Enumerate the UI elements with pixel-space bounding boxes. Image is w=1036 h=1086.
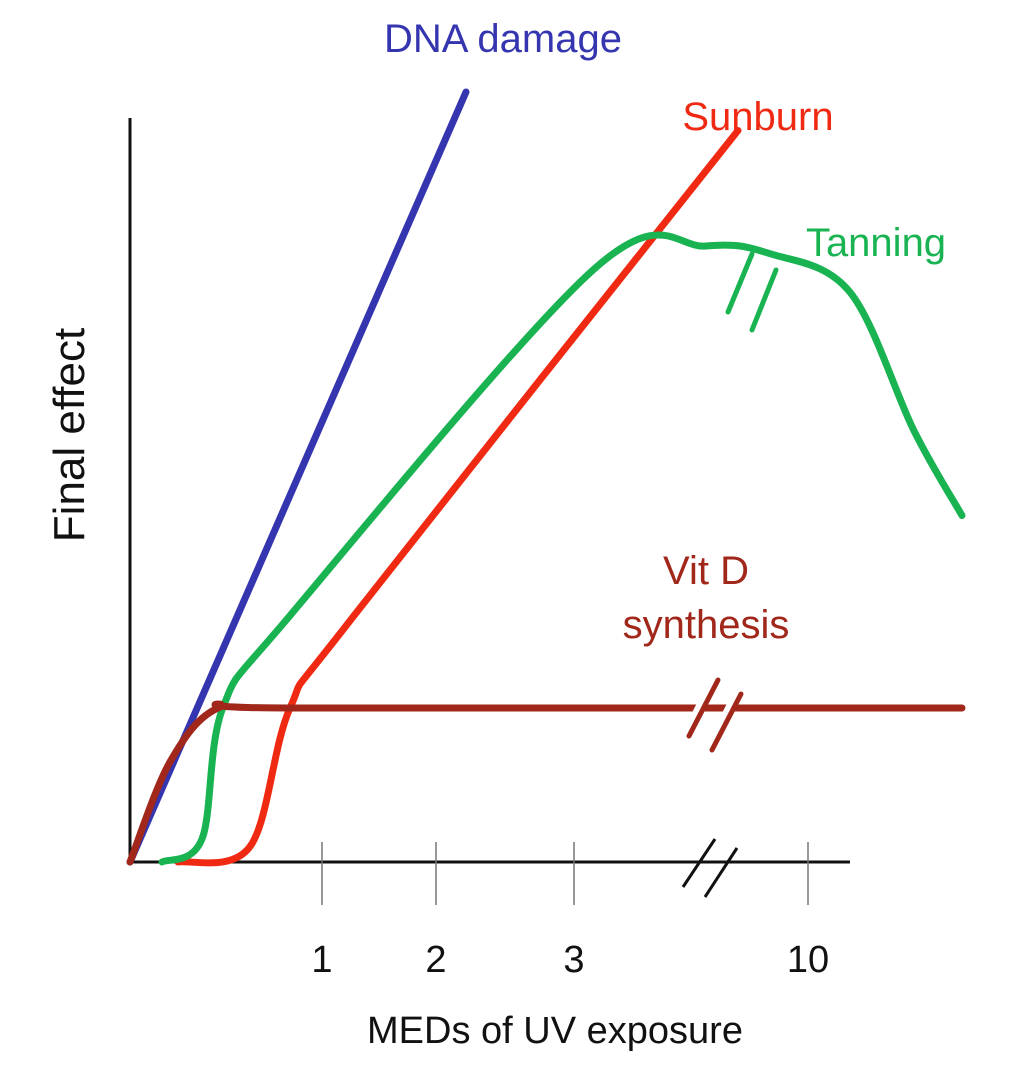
break-mark-tanning	[725, 251, 755, 315]
series-label-line: Vit D	[663, 549, 749, 593]
series-label-vit-d-synthesis: Vit D synthesis	[623, 549, 790, 647]
x-tick-label: 2	[425, 939, 446, 981]
x-axis-break-mark	[681, 838, 717, 888]
series-label-dna-damage: DNA damage	[384, 17, 622, 61]
series-line-sunburn	[174, 127, 742, 867]
series-label-line: Tanning	[806, 221, 946, 265]
x-axis-title: MEDs of UV exposure	[367, 1010, 743, 1052]
series-line-tanning	[158, 231, 966, 866]
break-gap-tanning	[743, 268, 777, 332]
break-gap-tanning	[719, 252, 753, 314]
series-label-line: DNA damage	[384, 17, 622, 61]
break-mark-vit-d-synthesis	[709, 691, 744, 753]
break-mark-vit-d-synthesis	[686, 677, 721, 739]
series-label-tanning: Tanning	[806, 221, 946, 265]
series-label-line: synthesis	[623, 603, 790, 647]
series-line-vit-d-synthesis	[126, 700, 966, 866]
series-label-sunburn: Sunburn	[682, 95, 833, 139]
series-label-line: Sunburn	[682, 95, 833, 139]
break-gap-vit-d-synthesis	[704, 691, 741, 753]
break-mark-tanning	[749, 267, 779, 333]
x-tick-label: 3	[563, 939, 584, 981]
x-tick-label: 10	[787, 939, 829, 981]
x-tick-label: 1	[311, 939, 332, 981]
y-axis-title: Final effect	[45, 328, 94, 542]
x-axis-break-mark	[703, 847, 739, 898]
break-gap-vit-d-synthesis	[681, 677, 718, 739]
